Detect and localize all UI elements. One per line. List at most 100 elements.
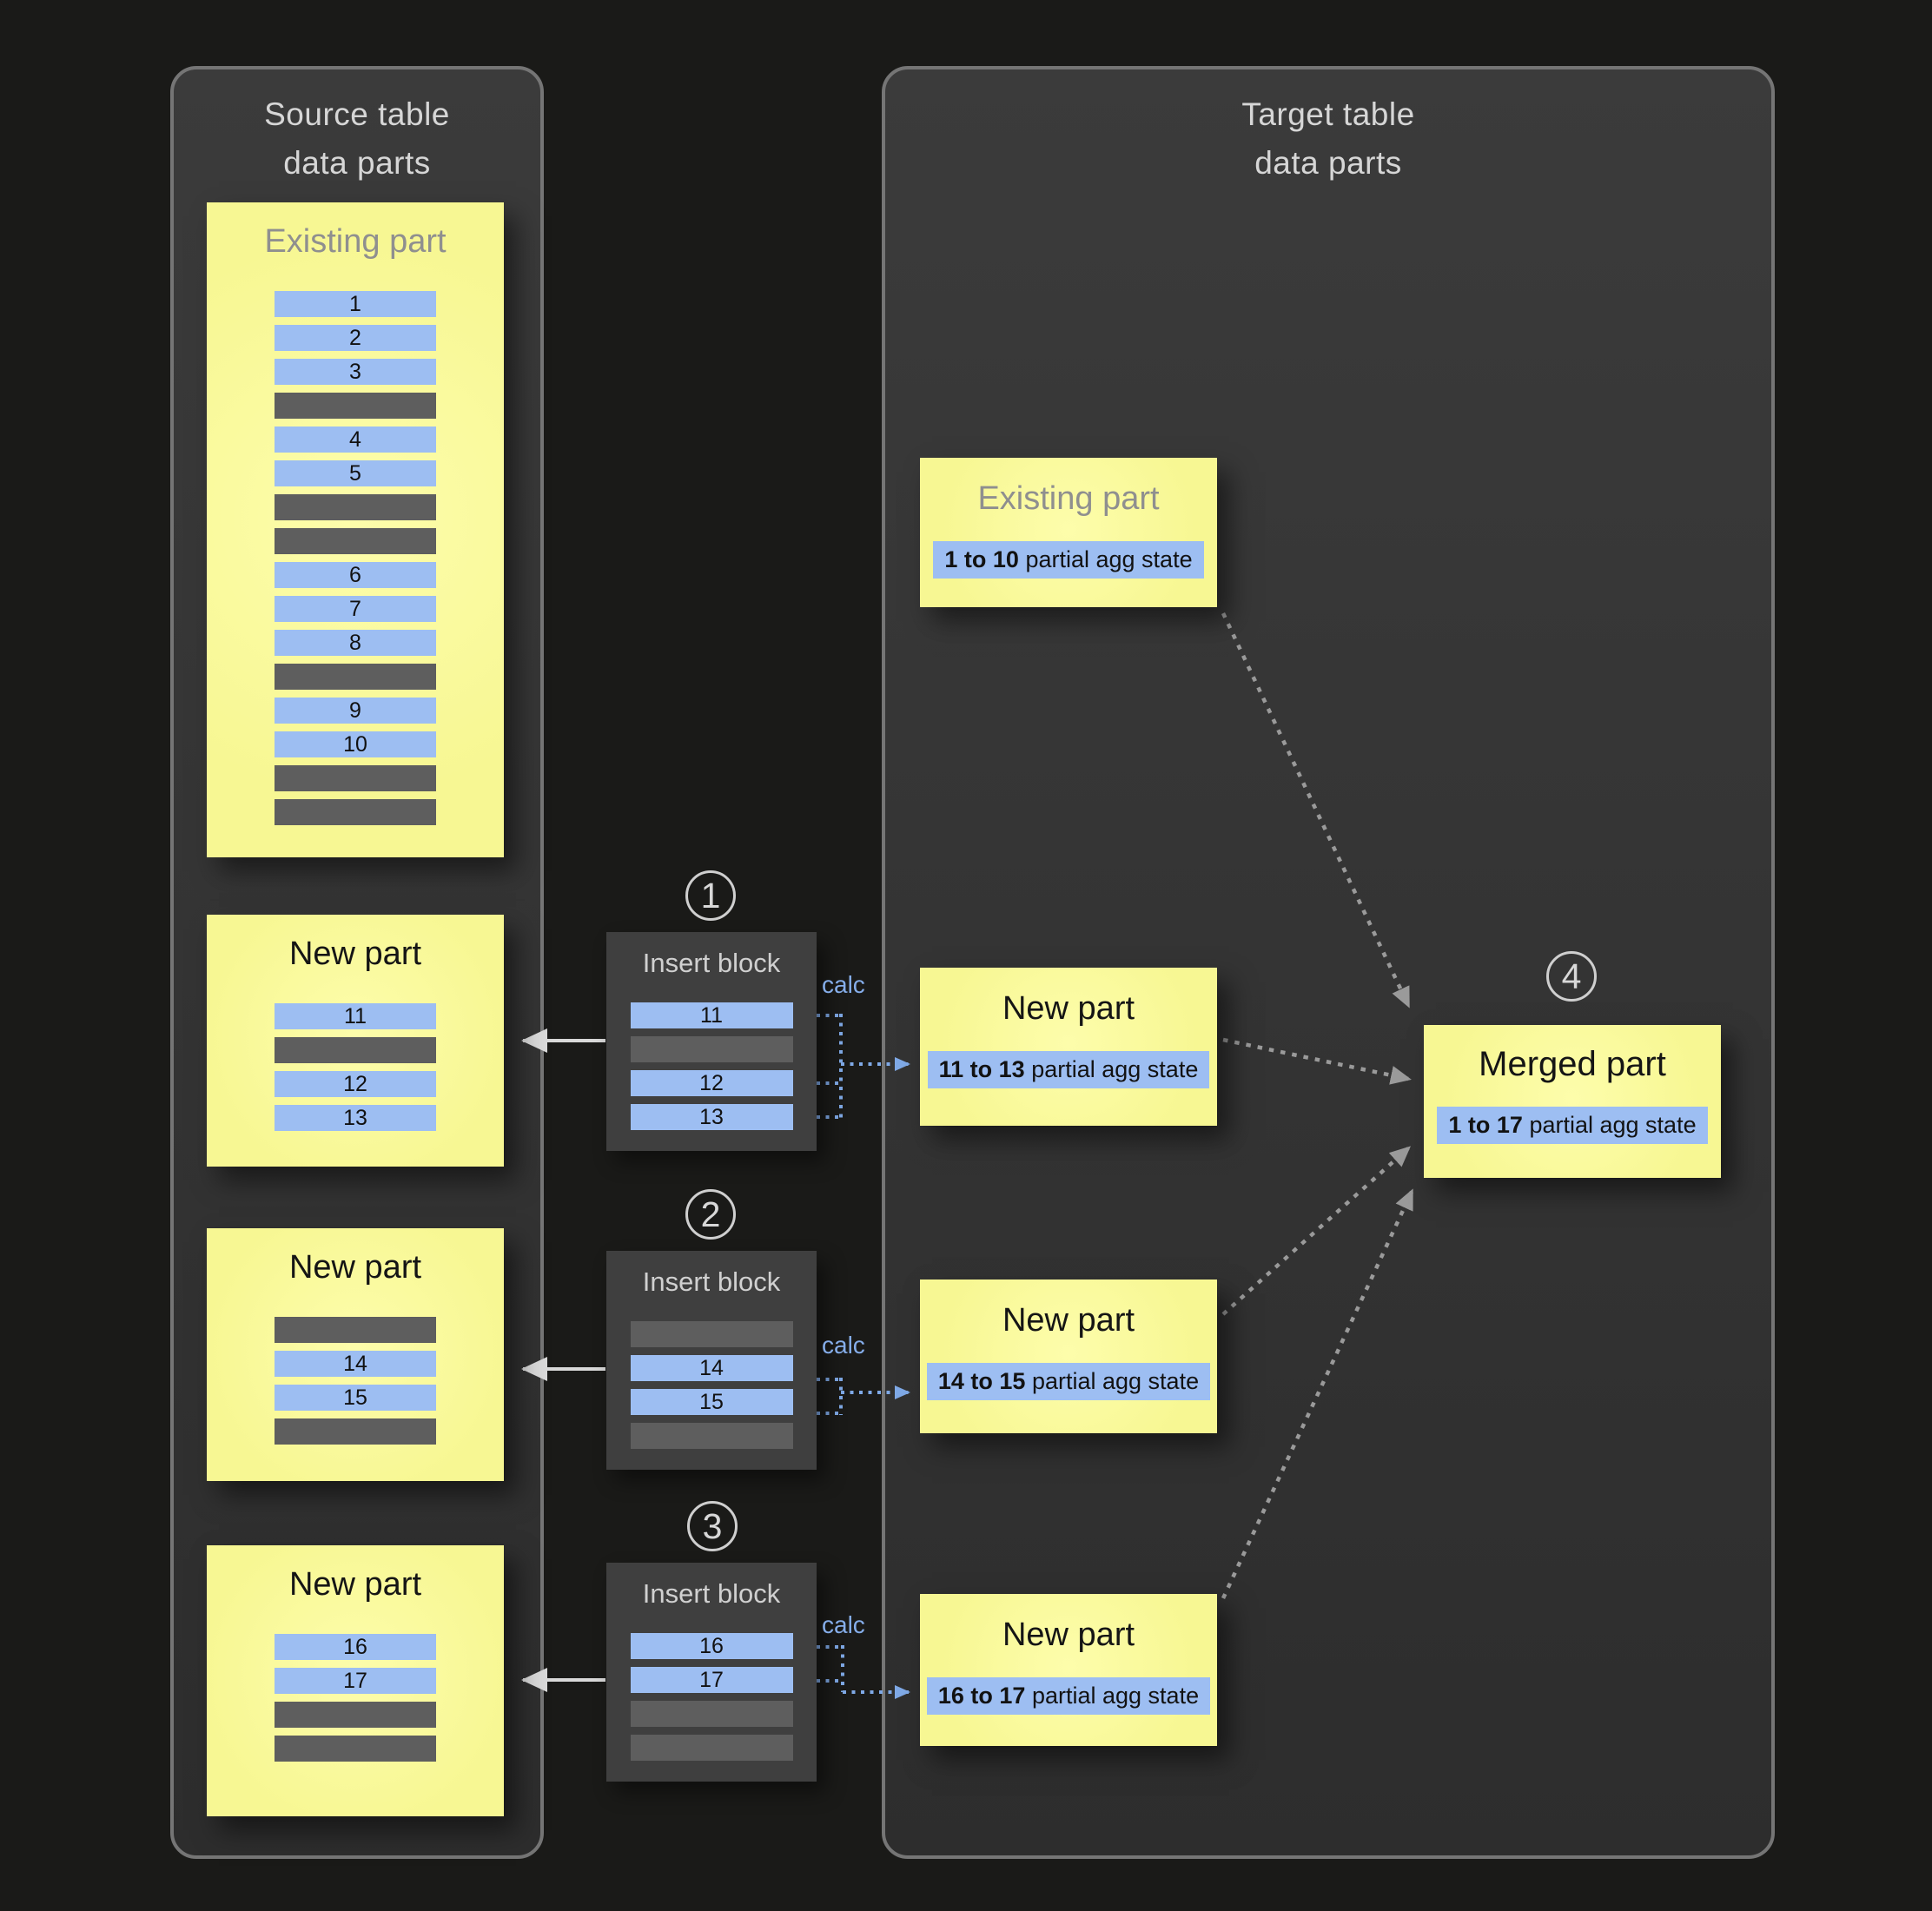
empty-row <box>275 494 436 520</box>
data-row: 13 <box>275 1105 436 1131</box>
calc-label-1: calc <box>822 971 865 998</box>
agg-range: 14 to 15 <box>937 1368 1026 1394</box>
source-new-part-1: New part 11 12 13 <box>207 915 504 1167</box>
source-new-part-1-rows: 11 12 13 <box>275 1003 436 1131</box>
insert-block-1-title: Insert block <box>642 948 781 978</box>
source-panel-title-line2: data parts <box>283 144 431 181</box>
agg-text: partial agg state <box>1025 546 1193 572</box>
agg-range: 1 to 10 <box>944 546 1019 572</box>
target-panel-title: Target table data parts <box>885 90 1771 187</box>
agg-range: 16 to 17 <box>937 1683 1026 1709</box>
data-row: 3 <box>275 359 436 385</box>
target-new-part-2-title: New part <box>1002 1302 1135 1339</box>
target-existing-part-title: Existing part <box>977 480 1160 517</box>
agg-state-strip: 1 to 10 partial agg state <box>933 541 1204 579</box>
data-row: 2 <box>275 325 436 351</box>
agg-state-strip: 14 to 15 partial agg state <box>926 1363 1211 1400</box>
source-panel-title-line1: Source table <box>264 96 450 132</box>
source-new-part-3-title: New part <box>288 1566 422 1603</box>
data-row: 10 <box>275 731 436 757</box>
data-row: 14 <box>630 1355 793 1381</box>
empty-row <box>275 799 436 825</box>
agg-text: partial agg state <box>1031 1368 1200 1394</box>
data-row: 13 <box>630 1104 793 1130</box>
agg-state-strip: 16 to 17 partial agg state <box>926 1677 1211 1715</box>
insert-block-1: Insert block 11 12 13 <box>606 932 817 1151</box>
empty-row <box>275 1418 436 1445</box>
data-row: 14 <box>275 1351 436 1377</box>
data-row: 16 <box>630 1633 793 1659</box>
empty-row <box>275 1317 436 1343</box>
data-row: 11 <box>630 1002 793 1028</box>
data-row: 12 <box>630 1070 793 1096</box>
data-row: 17 <box>275 1668 436 1694</box>
insert-block-1-rows: 11 12 13 <box>630 1002 793 1130</box>
empty-row <box>630 1321 793 1347</box>
empty-row <box>275 765 436 791</box>
data-row: 4 <box>275 427 436 453</box>
target-new-part-3-title: New part <box>1002 1617 1135 1653</box>
source-existing-part: Existing part 1 2 3 4 5 6 7 8 9 10 <box>207 202 504 857</box>
agg-text: partial agg state <box>1031 1056 1199 1082</box>
step-3-badge: 3 <box>687 1501 738 1551</box>
insert-block-2-title: Insert block <box>642 1266 781 1297</box>
source-existing-part-title: Existing part <box>264 223 447 260</box>
data-row: 16 <box>275 1634 436 1660</box>
data-row: 12 <box>275 1071 436 1097</box>
data-row: 15 <box>630 1389 793 1415</box>
target-new-part-1-title: New part <box>1002 990 1135 1027</box>
target-new-part-3: New part 16 to 17 partial agg state <box>920 1594 1217 1746</box>
source-new-part-1-title: New part <box>288 936 422 972</box>
target-table-panel: Target table data parts <box>882 66 1775 1859</box>
step-2-badge: 2 <box>685 1189 736 1240</box>
data-row: 8 <box>275 630 436 656</box>
data-row: 9 <box>275 698 436 724</box>
empty-row <box>275 1037 436 1063</box>
empty-row <box>275 1736 436 1762</box>
step-1-badge: 1 <box>685 870 736 921</box>
target-panel-title-line2: data parts <box>1254 144 1402 181</box>
data-row: 6 <box>275 562 436 588</box>
agg-state-strip: 1 to 17 partial agg state <box>1437 1107 1708 1144</box>
agg-text: partial agg state <box>1529 1112 1697 1138</box>
empty-row <box>275 528 436 554</box>
calc-label-2: calc <box>822 1332 865 1359</box>
agg-range: 11 to 13 <box>938 1056 1025 1082</box>
target-existing-part: Existing part 1 to 10 partial agg state <box>920 458 1217 607</box>
empty-row <box>275 664 436 690</box>
step-4-badge: 4 <box>1546 951 1597 1002</box>
source-new-part-2-title: New part <box>288 1249 422 1286</box>
empty-row <box>630 1701 793 1727</box>
data-row: 11 <box>275 1003 436 1029</box>
insert-block-3-title: Insert block <box>642 1578 781 1609</box>
empty-row <box>630 1423 793 1449</box>
data-row: 7 <box>275 596 436 622</box>
data-row: 17 <box>630 1667 793 1693</box>
data-row: 5 <box>275 460 436 486</box>
agg-text: partial agg state <box>1031 1683 1200 1709</box>
merged-part: Merged part 1 to 17 partial agg state <box>1424 1025 1721 1178</box>
target-new-part-1: New part 11 to 13 partial agg state <box>920 968 1217 1126</box>
target-panel-title-line1: Target table <box>1241 96 1415 132</box>
data-row: 15 <box>275 1385 436 1411</box>
empty-row <box>630 1036 793 1062</box>
source-panel-title: Source table data parts <box>174 90 540 187</box>
target-new-part-2: New part 14 to 15 partial agg state <box>920 1280 1217 1433</box>
agg-state-strip: 11 to 13 partial agg state <box>927 1051 1210 1088</box>
calc-label-3: calc <box>822 1611 865 1638</box>
empty-row <box>275 1702 436 1728</box>
data-row: 1 <box>275 291 436 317</box>
agg-range: 1 to 17 <box>1448 1112 1523 1138</box>
empty-row <box>630 1735 793 1761</box>
source-existing-part-rows: 1 2 3 4 5 6 7 8 9 10 <box>275 291 436 825</box>
merged-part-title: Merged part <box>1479 1045 1666 1083</box>
